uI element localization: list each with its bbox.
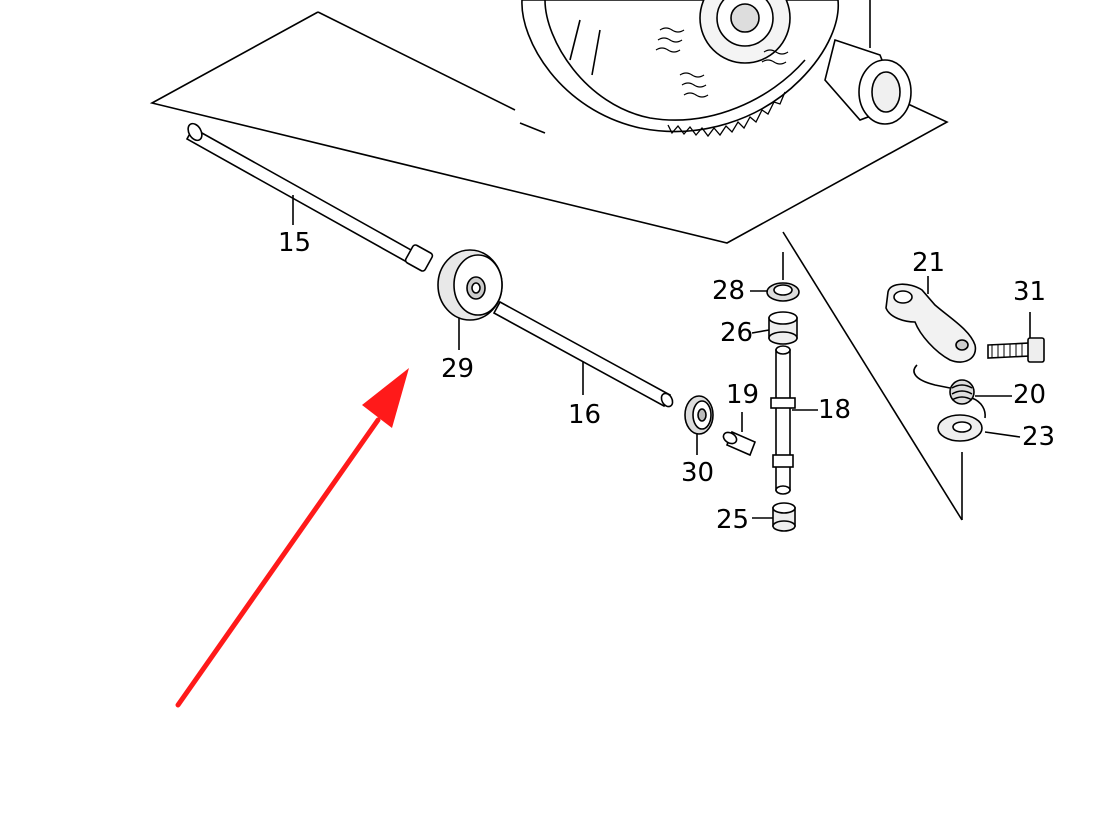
part-30-bearing <box>684 395 714 455</box>
callout-26: 26 <box>720 318 754 348</box>
callout-16: 16 <box>568 400 602 430</box>
callout-21: 21 <box>912 248 946 278</box>
part-31-bolt <box>987 312 1045 363</box>
part-20-spring <box>913 364 1012 419</box>
part-29-roller <box>437 249 503 350</box>
part-16-rod <box>492 300 674 408</box>
callout-15: 15 <box>278 228 312 258</box>
callout-18: 18 <box>818 395 852 425</box>
callout-20: 20 <box>1013 380 1047 410</box>
callout-19: 19 <box>726 380 760 410</box>
part-25-bushing <box>752 502 796 532</box>
part-15-shaft <box>185 122 434 272</box>
callout-30: 30 <box>681 458 715 488</box>
callout-31: 31 <box>1013 277 1047 307</box>
part-23-washer <box>937 414 1021 442</box>
part-28-seal <box>750 252 800 302</box>
red-arrow-icon <box>175 368 409 708</box>
callout-28: 28 <box>712 276 746 306</box>
part-19-pin <box>722 412 757 457</box>
gear-assembly <box>521 0 912 138</box>
part-21-lever <box>885 276 977 363</box>
callout-29: 29 <box>441 354 475 384</box>
callout-25: 25 <box>716 505 750 535</box>
part-18-shaft <box>770 345 818 495</box>
part-26-bushing <box>751 311 798 345</box>
callout-23: 23 <box>1022 422 1056 452</box>
assembly-outline <box>149 11 963 521</box>
